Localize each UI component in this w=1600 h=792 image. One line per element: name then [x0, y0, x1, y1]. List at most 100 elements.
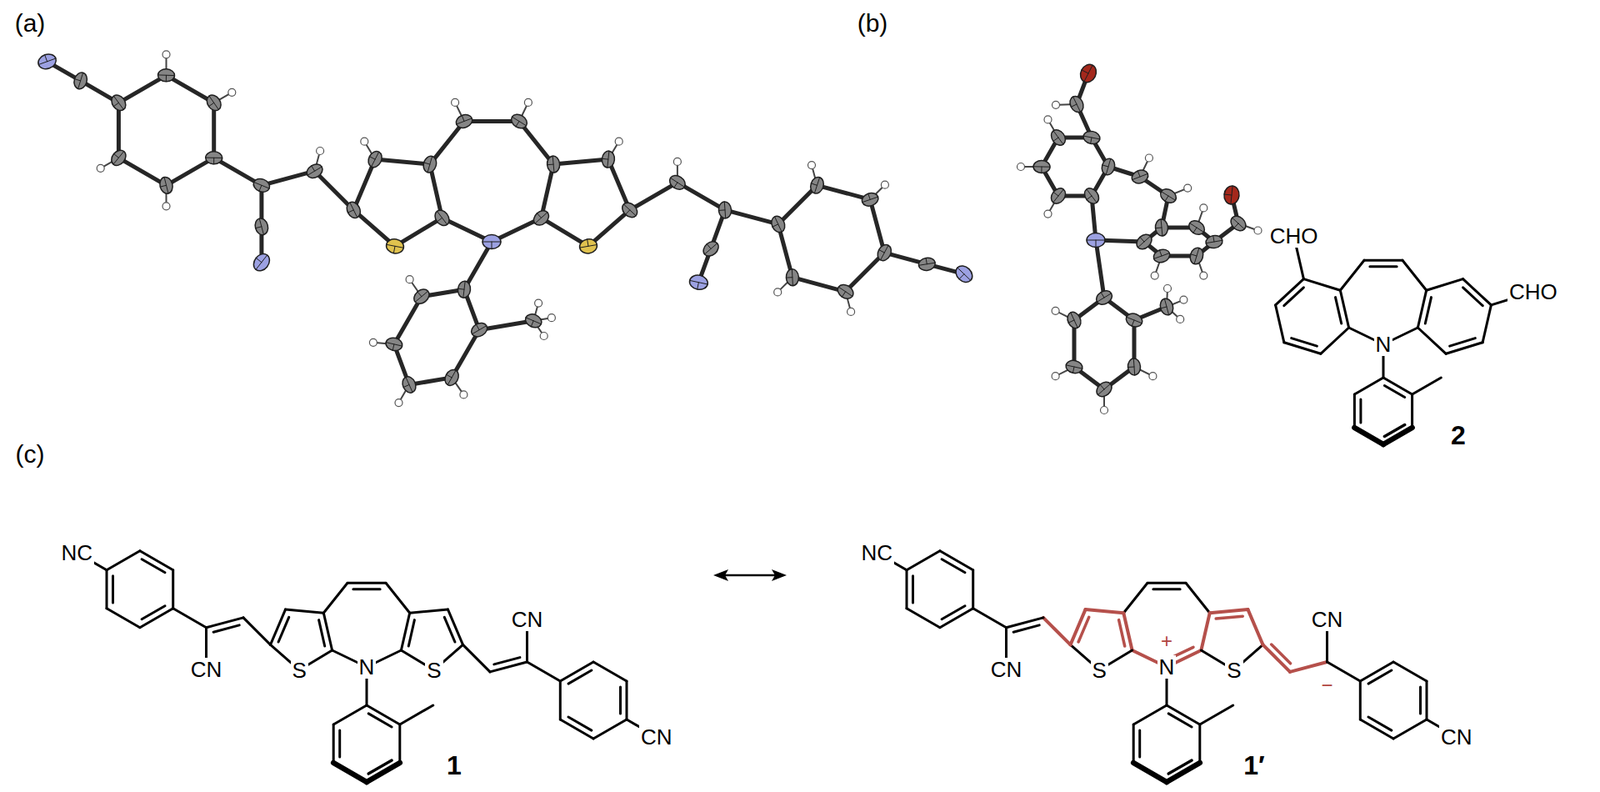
double-bond-line	[141, 559, 165, 573]
oxygen-ellipsoid	[1077, 61, 1100, 85]
resonance-structure	[876, 550, 1457, 782]
double-bond-line	[1425, 297, 1431, 324]
dialdehyde-structure	[1275, 235, 1534, 445]
ellipsoid-axis	[1193, 227, 1197, 233]
bond-line	[333, 705, 367, 725]
carbon-ellipsoid	[1158, 296, 1175, 316]
hydrogen-atom	[228, 88, 236, 96]
ellipsoid-axis	[1159, 250, 1162, 256]
ellipsoid-axis	[213, 157, 215, 165]
resonance-arrow	[713, 569, 787, 581]
ellipsoid-axis	[785, 276, 793, 278]
carbon-ellipsoid	[1127, 358, 1141, 376]
carbon-ellipsoid	[1048, 127, 1069, 149]
hydrogen-atom	[1044, 210, 1052, 218]
compound-number: 2	[1450, 421, 1466, 449]
bond-line	[398, 724, 401, 763]
ellipsoid-axis	[1081, 70, 1089, 74]
carbon-ellipsoid	[835, 281, 856, 302]
carbon-ellipsoid	[1158, 185, 1180, 205]
bond-line	[1393, 661, 1427, 681]
ellipsoid-axis	[535, 212, 548, 224]
hydrogen-atom	[1052, 100, 1060, 109]
carbon-ellipsoid	[875, 242, 895, 264]
bond-line	[171, 570, 175, 609]
ellipsoid-axis	[461, 115, 465, 122]
arrow-head	[713, 569, 729, 581]
ellipsoid-axis	[810, 183, 817, 185]
bond-line	[400, 705, 434, 725]
carbon-ellipsoid	[1033, 160, 1050, 173]
ellipsoid-axis	[547, 164, 555, 166]
ellipsoid-axis	[1128, 366, 1135, 369]
bond-line	[285, 609, 325, 613]
ellipsoid-axis	[1098, 383, 1111, 395]
ellipsoid-axis	[957, 267, 971, 280]
double-bond-line	[1335, 297, 1342, 324]
ellipsoid-axis	[868, 193, 870, 200]
bond-line	[1353, 394, 1356, 428]
ellipsoid-axis	[1070, 104, 1077, 107]
bond-line	[559, 680, 562, 720]
carbon-ellipsoid	[158, 175, 175, 195]
atom-label: S	[1090, 658, 1109, 682]
double-bond-line	[568, 716, 592, 730]
bond-line	[1410, 394, 1414, 428]
ortep-bond	[118, 157, 166, 185]
carbon-ellipsoid	[108, 92, 129, 114]
charge-label: −	[1321, 675, 1334, 695]
ellipsoid-axis	[114, 95, 125, 110]
double-bond-line	[111, 575, 115, 603]
carbon-ellipsoid	[523, 311, 544, 330]
hydrogen-atom	[1176, 315, 1185, 323]
bond-line	[1147, 581, 1186, 585]
carbon-ellipsoid	[72, 70, 90, 91]
ellipsoid-axis	[165, 75, 167, 82]
ellipsoid-axis	[674, 182, 678, 188]
carbon-ellipsoid	[1065, 310, 1084, 330]
ellipsoid-axis	[209, 102, 215, 106]
hydrogen-atom	[880, 180, 889, 189]
sulfur-ellipsoid	[578, 237, 599, 255]
carbon-ellipsoid	[344, 200, 363, 221]
bond-line	[527, 661, 561, 681]
ellipsoid-axis	[530, 320, 534, 327]
bond-line	[1263, 644, 1291, 672]
ellipsoid-axis	[1053, 191, 1059, 196]
ellipsoid-axis	[601, 158, 609, 160]
bond-line	[1359, 680, 1362, 720]
bond-line	[971, 570, 975, 609]
ortep-hydrogens	[1017, 100, 1263, 414]
carbon-ellipsoid	[769, 214, 788, 235]
bond-line	[1445, 342, 1483, 355]
ellipsoid-axis	[424, 162, 430, 165]
ellipsoid-axis	[1086, 189, 1097, 203]
hydrogen-atom	[1164, 285, 1172, 293]
atom-label: CN	[510, 607, 545, 631]
ellipsoid-axis	[255, 257, 262, 262]
double-bond-line	[1463, 287, 1484, 306]
double-bond-line	[213, 625, 240, 632]
neutral-structure	[76, 550, 657, 782]
ellipsoid-axis	[1095, 240, 1097, 248]
ellipsoid-axis	[1102, 165, 1109, 167]
carbon-ellipsoid	[1130, 167, 1150, 185]
ellipsoid-axis	[841, 291, 845, 297]
ellipsoid-axis	[1140, 236, 1145, 242]
bond-line	[1303, 279, 1340, 291]
ellipsoid-axis	[1137, 170, 1140, 177]
hydrogen-atom	[1184, 184, 1192, 192]
carbon-ellipsoid	[1082, 130, 1101, 146]
bond-line	[973, 608, 1007, 628]
bond-line	[385, 582, 410, 613]
carbon-ellipsoid	[205, 151, 223, 165]
atom-label: N	[1157, 655, 1177, 679]
nitrogen-ellipsoid	[482, 235, 501, 250]
bond-line	[1275, 279, 1305, 305]
bond-line	[1426, 279, 1464, 291]
bond-line	[1043, 617, 1071, 645]
carbon-ellipsoid	[1048, 185, 1069, 207]
crystal-structure-b	[1017, 61, 1263, 414]
